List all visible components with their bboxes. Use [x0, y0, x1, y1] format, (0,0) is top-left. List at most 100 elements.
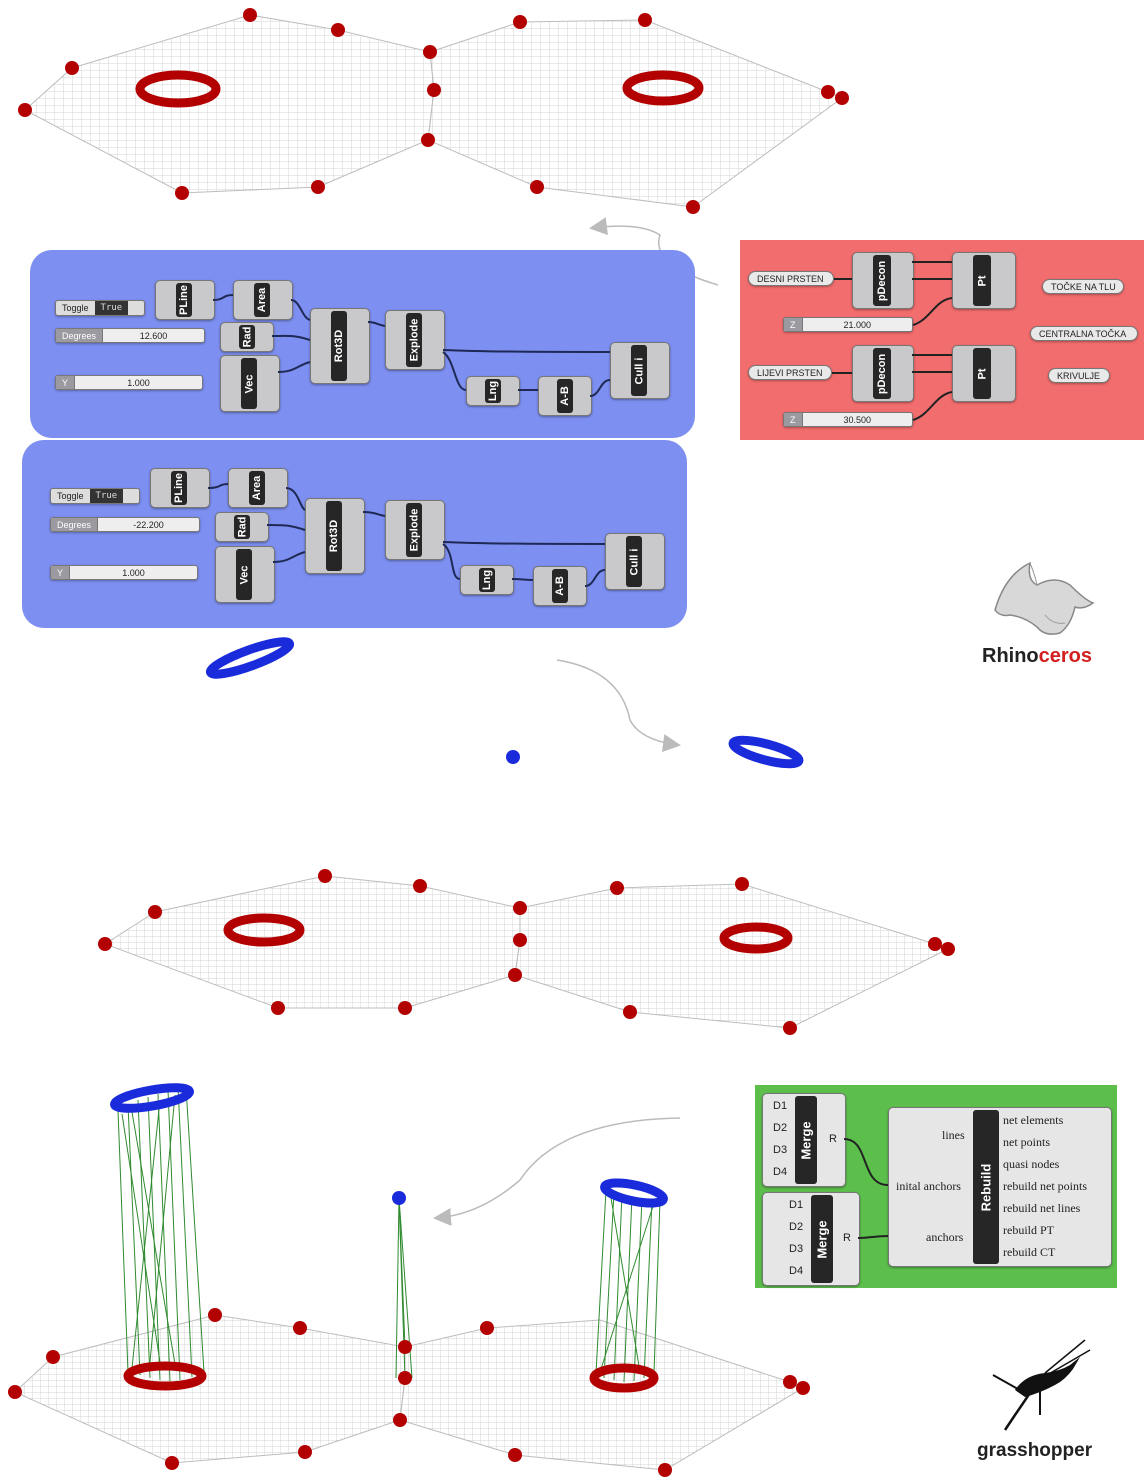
rebuild-output[interactable]: rebuild PT	[1003, 1223, 1054, 1237]
comp-explode-bottom[interactable]: Explode	[385, 500, 445, 560]
comp-vec-top[interactable]: Vec	[220, 355, 280, 412]
comp-label: Vec	[238, 565, 250, 584]
merge-input[interactable]: D2	[789, 1221, 804, 1233]
slider-value[interactable]: 1.000	[122, 567, 145, 578]
rhino-text-red: ceros	[1038, 645, 1093, 667]
param-desni-prsten[interactable]: DESNI PRSTEN	[748, 271, 834, 286]
merge-input[interactable]: D2	[773, 1122, 788, 1134]
comp-rot3d-bottom[interactable]: Rot3D	[305, 498, 365, 574]
comp-label: Area	[256, 287, 268, 313]
rhino-text-black: Rhino	[982, 645, 1039, 667]
comp-label: Area	[251, 475, 263, 501]
blue-points-right	[728, 735, 804, 769]
comp-cull-top[interactable]: Cull i	[610, 342, 670, 399]
membrane-right	[427, 19, 844, 208]
rebuild-input-anchors[interactable]: anchors	[926, 1230, 964, 1244]
comp-pline-bottom[interactable]: PLine	[150, 468, 210, 508]
comp-rebuild[interactable]: Rebuild	[888, 1107, 1112, 1267]
slider-y-bottom[interactable]: Y 1.000	[50, 565, 198, 580]
rebuild-output[interactable]: net elements	[1003, 1113, 1064, 1127]
toggle-value[interactable]: True	[94, 301, 129, 315]
comp-label: Rad	[236, 516, 248, 538]
slider-value[interactable]: 21.000	[843, 319, 872, 330]
slider-z1[interactable]: Z 21.000	[783, 317, 913, 332]
toggle-value[interactable]: True	[89, 489, 124, 503]
blue-point-center	[506, 750, 520, 764]
blue-ring-right-raised	[600, 1178, 668, 1208]
slider-name: Degrees	[56, 329, 104, 342]
merge-input[interactable]: D1	[773, 1100, 788, 1112]
comp-amb-bottom[interactable]: A-B	[533, 566, 587, 606]
merge-input[interactable]: D1	[789, 1199, 804, 1211]
comp-label: Pt	[976, 368, 988, 379]
comp-label: Explode	[408, 508, 421, 552]
arrow-bottom	[433, 1117, 681, 1226]
rhino-logo	[994, 561, 1095, 635]
slider-degrees-bottom[interactable]: Degrees -22.200	[50, 517, 200, 532]
comp-label: PLine	[178, 285, 191, 315]
comp-merge-1[interactable]: D1 D2 D3 D4 Merge R	[762, 1093, 846, 1187]
rebuild-output[interactable]: net points	[1003, 1135, 1050, 1149]
slider-value[interactable]: 1.000	[127, 377, 150, 388]
comp-rot3d-top[interactable]: Rot3D	[310, 308, 370, 384]
comp-label: Rad	[241, 326, 253, 348]
comp-label: Rot3D	[328, 519, 341, 553]
membrane-scene-middle	[98, 869, 955, 1035]
param-centralna-tocka[interactable]: CENTRALNA TOČKA	[1030, 326, 1138, 341]
slider-value[interactable]: 30.500	[843, 414, 872, 425]
slider-name: Y	[56, 376, 76, 389]
rebuild-output[interactable]: rebuild net points	[1003, 1179, 1087, 1193]
comp-pdecon-2[interactable]: pDecon	[852, 345, 914, 402]
slider-degrees-top[interactable]: Degrees 12.600	[55, 328, 205, 343]
slider-z2[interactable]: Z 30.500	[783, 412, 913, 427]
slider-y-top[interactable]: Y 1.000	[55, 375, 203, 390]
comp-label: Vec	[243, 374, 255, 393]
slider-value[interactable]: -22.200	[133, 519, 164, 530]
rebuild-input-lines[interactable]: lines	[942, 1128, 965, 1142]
slider-name: Degrees	[51, 518, 99, 531]
comp-pline-top[interactable]: PLine	[155, 280, 215, 320]
merge-input[interactable]: D3	[773, 1144, 788, 1156]
param-tocke-na-tlu[interactable]: TOČKE NA TLU	[1042, 279, 1124, 294]
comp-explode-top[interactable]: Explode	[385, 310, 445, 370]
comp-area-top[interactable]: Area	[233, 280, 293, 320]
param-krivulje[interactable]: KRIVULJE	[1048, 368, 1110, 383]
ring-left-top	[135, 70, 221, 108]
merge-input[interactable]: D4	[789, 1265, 804, 1277]
param-lijevi-prsten[interactable]: LIJEVI PRSTEN	[748, 365, 832, 380]
toggle-name: Toggle	[57, 491, 84, 501]
slider-name: Z	[784, 318, 803, 331]
comp-vec-bottom[interactable]: Vec	[215, 546, 275, 603]
comp-pt-1[interactable]: Pt	[952, 252, 1016, 309]
slider-value[interactable]: 12.600	[139, 330, 168, 341]
rebuild-output[interactable]: rebuild net lines	[1003, 1201, 1081, 1215]
cables-right	[595, 1189, 661, 1383]
merge-input[interactable]: D3	[789, 1243, 804, 1255]
merge-output[interactable]: R	[843, 1232, 851, 1244]
comp-label: Lng	[487, 380, 500, 402]
rebuild-input-inital-anchors[interactable]: inital anchors	[896, 1179, 961, 1193]
comp-label: Rot3D	[333, 329, 346, 363]
comp-lng-bottom[interactable]: Lng	[460, 565, 514, 595]
merge-input[interactable]: D4	[773, 1166, 788, 1178]
comp-pt-2[interactable]: Pt	[952, 345, 1016, 402]
comp-label: Cull i	[633, 357, 646, 384]
comp-pdecon-1[interactable]: pDecon	[852, 252, 914, 309]
comp-area-bottom[interactable]: Area	[228, 468, 288, 508]
comp-merge-2[interactable]: D1 D2 D3 D4 Merge R	[762, 1192, 860, 1286]
comp-label: pDecon	[876, 260, 888, 301]
merge-output[interactable]: R	[829, 1133, 837, 1145]
rebuild-output[interactable]: quasi nodes	[1003, 1157, 1060, 1171]
toggle-bottom[interactable]: Toggle True	[50, 488, 140, 504]
comp-cull-bottom[interactable]: Cull i	[605, 533, 665, 590]
comp-rad-bottom[interactable]: Rad	[215, 512, 269, 542]
rebuild-output[interactable]: rebuild CT	[1003, 1245, 1056, 1259]
toggle-top[interactable]: Toggle True	[55, 300, 145, 316]
comp-label: Pt	[976, 275, 988, 286]
blue-points-left	[205, 637, 295, 679]
comp-lng-top[interactable]: Lng	[466, 376, 520, 406]
comp-amb-top[interactable]: A-B	[538, 376, 592, 416]
comp-label: A-B	[559, 386, 571, 406]
comp-rad-top[interactable]: Rad	[220, 322, 274, 352]
comp-label: Cull i	[628, 548, 641, 575]
